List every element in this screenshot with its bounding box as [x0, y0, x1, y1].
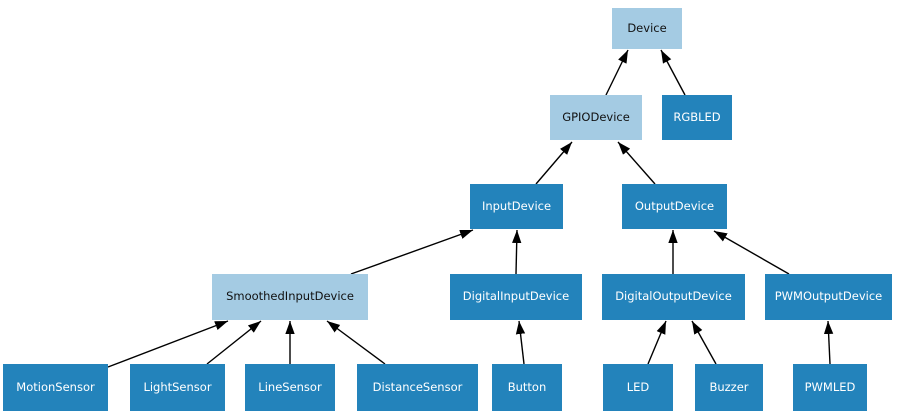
node-digitaloutputdevice: DigitalOutputDevice — [602, 274, 745, 320]
node-label: Button — [507, 379, 547, 394]
node-smoothedinputdevice: SmoothedInputDevice — [212, 274, 368, 320]
node-pwmoutputdevice: PWMOutputDevice — [765, 274, 892, 320]
node-digitalinputdevice: DigitalInputDevice — [450, 274, 582, 320]
node-pwmled: PWMLED — [793, 364, 867, 411]
node-button: Button — [492, 364, 562, 411]
node-label: Buzzer — [709, 379, 749, 394]
node-label: RGBLED — [673, 109, 721, 124]
node-label: DigitalInputDevice — [462, 289, 570, 304]
node-buzzer: Buzzer — [695, 364, 763, 411]
node-label: PWMLED — [804, 379, 856, 394]
node-led: LED — [603, 364, 673, 411]
node-motionsensor: MotionSensor — [3, 364, 108, 411]
node-label: SmoothedInputDevice — [226, 289, 354, 304]
node-label: OutputDevice — [634, 198, 715, 213]
node-label: DistanceSensor — [372, 379, 463, 394]
node-label: MotionSensor — [16, 379, 95, 394]
node-label: LED — [626, 379, 650, 394]
node-distancesensor: DistanceSensor — [357, 364, 478, 411]
node-label: LightSensor — [143, 379, 212, 394]
node-label: DigitalOutputDevice — [615, 289, 732, 304]
node-rgbled: RGBLED — [662, 95, 732, 140]
node-outputdevice: OutputDevice — [622, 184, 727, 229]
node-label: InputDevice — [481, 198, 552, 213]
node-gpiodevice: GPIODevice — [550, 95, 642, 140]
node-label: GPIODevice — [562, 109, 630, 124]
node-label: LineSensor — [258, 379, 322, 394]
node-inputdevice: InputDevice — [470, 184, 563, 229]
node-lightsensor: LightSensor — [130, 364, 225, 411]
node-label: PWMOutputDevice — [774, 289, 883, 304]
node-label: Device — [627, 20, 667, 35]
node-linesensor: LineSensor — [245, 364, 335, 411]
node-device: Device — [612, 8, 682, 49]
